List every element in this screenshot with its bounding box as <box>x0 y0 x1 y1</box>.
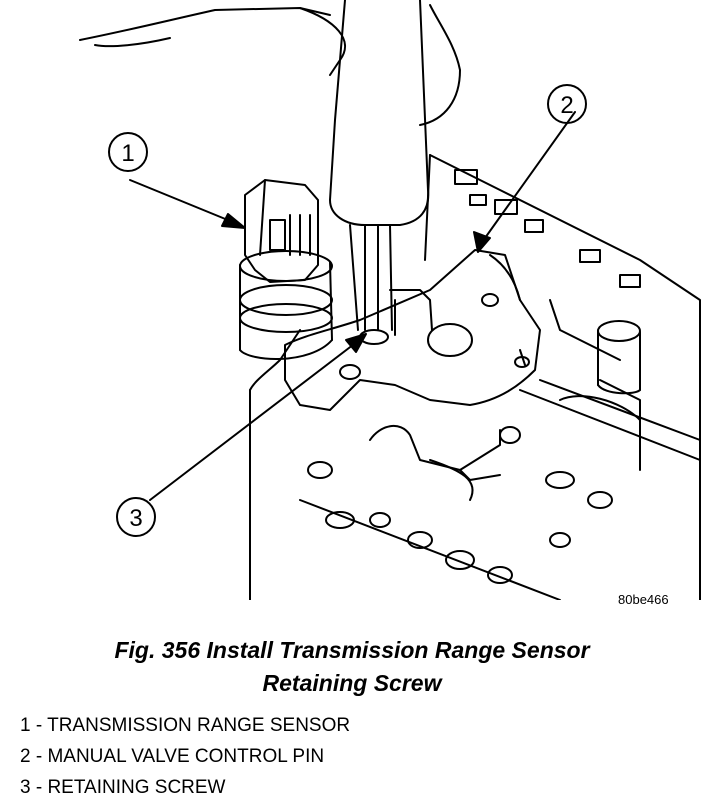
detent-plate-drawing <box>284 249 541 481</box>
callout-circle-3 <box>116 497 156 537</box>
caption-line-2: Retaining Screw <box>262 670 442 696</box>
range-sensor-drawing <box>239 179 333 360</box>
technical-illustration: 1 2 3 <box>79 0 701 600</box>
callout-circle-2 <box>547 84 587 124</box>
image-code: 80be466 <box>618 592 669 607</box>
legend-item: 1 - TRANSMISSION RANGE SENSOR <box>20 715 351 736</box>
legend-list: 1 - TRANSMISSION RANGE SENSOR 2 - MANUAL… <box>20 710 350 803</box>
leader-lines <box>129 111 576 501</box>
caption-line-1: Fig. 356 Install Transmission Range Sens… <box>114 637 590 663</box>
screwdriver-drawing <box>329 0 433 345</box>
legend-item: 3 - RETAINING SCREW <box>20 777 226 798</box>
callout-label-1: 1 <box>121 140 134 167</box>
callout-label-3: 3 <box>129 505 142 532</box>
valve-body-drawing <box>249 154 701 600</box>
valve-spool-drawing <box>597 320 641 395</box>
callout-circle-1 <box>108 132 148 172</box>
figure-caption: Fig. 356 Install Transmission Range Sens… <box>0 634 704 700</box>
legend-item: 2 - MANUAL VALVE CONTROL PIN <box>20 746 325 767</box>
hand-drawing <box>79 4 461 126</box>
callout-label-2: 2 <box>560 92 573 119</box>
